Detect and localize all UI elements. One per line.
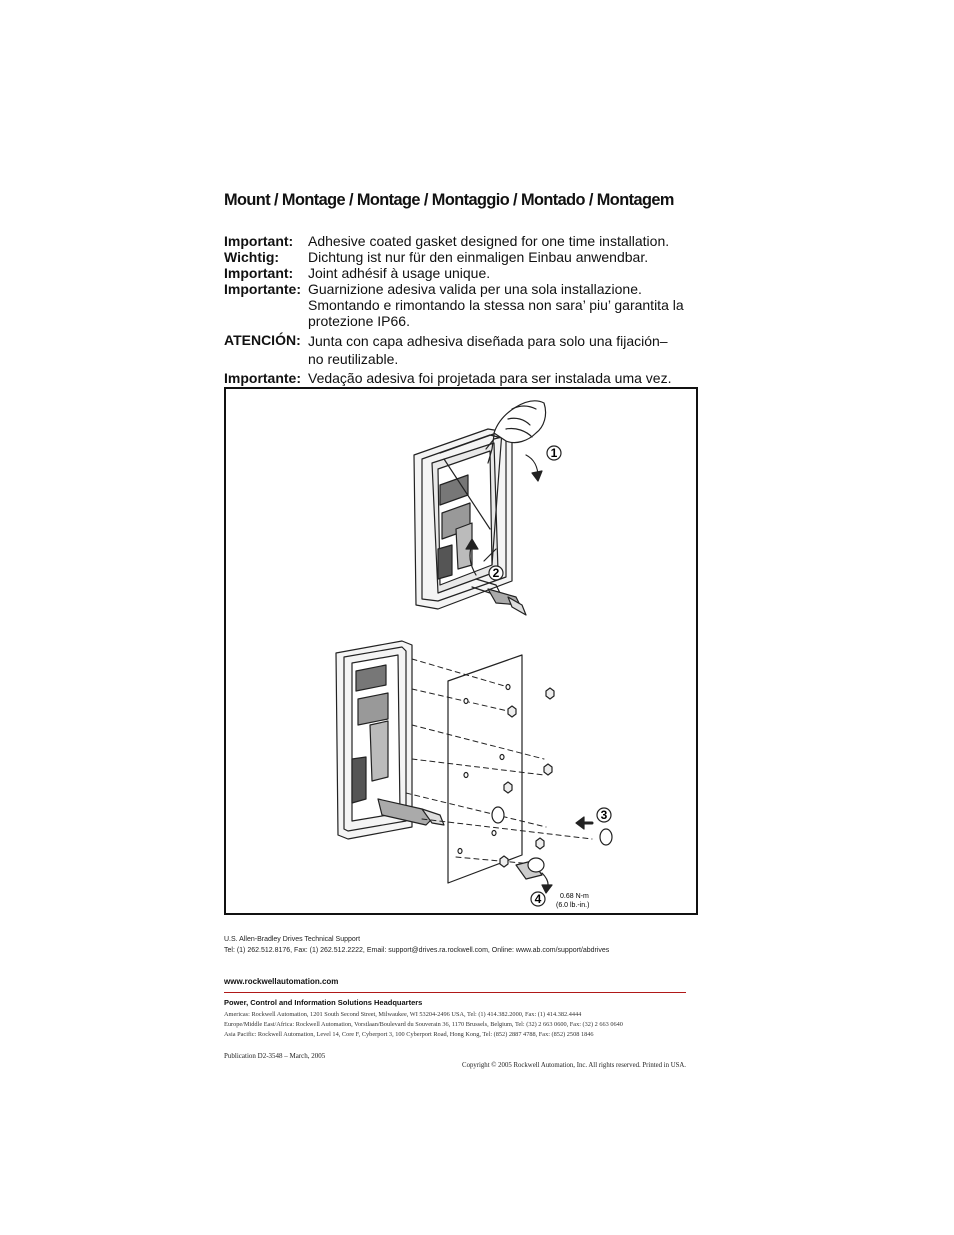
copyright-notice: Copyright © 2005 Rockwell Automation, In… — [462, 1062, 686, 1069]
step-1-label: 1 — [551, 446, 558, 460]
step-2-marker — [488, 565, 504, 581]
footer-divider — [224, 992, 686, 993]
website-link[interactable]: www.rockwellautomation.com — [224, 977, 339, 986]
note-line: no reutilizable. — [308, 351, 399, 367]
torque-value-metric: 0.68 N-m — [560, 893, 589, 900]
mounting-panel — [447, 654, 523, 884]
note-english: Important: Adhesive coated gasket design… — [224, 233, 694, 249]
note-text: Dichtung ist nur für den einmaligen Einb… — [308, 249, 694, 265]
step-4-label: 4 — [535, 892, 542, 906]
note-label: Importante: — [224, 281, 301, 297]
address-americas: Americas: Rockwell Automation, 1201 Sout… — [224, 1011, 582, 1018]
step-1-arrowhead — [531, 470, 543, 482]
note-text: Vedação adesiva foi projetada para ser i… — [308, 370, 694, 386]
drive-rear-view — [335, 640, 445, 840]
note-line: Smontando e rimontando la stessa non sar… — [308, 297, 684, 313]
note-text: Joint adhésif à usage unique. — [308, 265, 694, 281]
step-3-arrowhead — [575, 816, 585, 830]
grommet — [599, 828, 613, 846]
note-label: Important: — [224, 265, 294, 281]
note-french: Important: Joint adhésif à usage unique. — [224, 265, 694, 281]
step-2-label: 2 — [493, 566, 500, 580]
note-label: Wichtig: — [224, 249, 280, 265]
publication-number: Publication D2-3548 – March, 2005 — [224, 1052, 326, 1060]
note-line: Adhesive coated gasket designed for one … — [308, 233, 670, 249]
step-4-marker — [530, 891, 546, 907]
hq-title: Power, Control and Information Solutions… — [224, 998, 423, 1007]
drive-front-view — [413, 428, 527, 616]
torque-value-imperial: (6.0 lb.-in.) — [556, 902, 589, 909]
page-title: Mount / Montage / Montage / Montaggio / … — [224, 190, 674, 209]
hand-illustration — [487, 400, 547, 464]
note-line: protezione IP66. — [308, 313, 410, 329]
mounting-drawing: 1 2 3 4 0.68 N-m (6.0 lb.-in.) — [335, 400, 613, 909]
support-title: U.S. Allen-Bradley Drives Technical Supp… — [224, 936, 361, 943]
note-portuguese: Importante: Vedação adesiva foi projetad… — [224, 370, 694, 386]
cable-fitting — [515, 857, 553, 894]
step-2-arrowhead — [465, 538, 479, 550]
note-spanish: ATENCIÓN: Junta con capa adhesiva diseña… — [224, 332, 694, 368]
note-label: ATENCIÓN: — [224, 332, 301, 348]
note-line: Vedação adesiva foi projetada para ser i… — [308, 370, 672, 386]
panel-holes — [457, 683, 511, 855]
mounting-nuts — [499, 687, 555, 868]
note-italian: Importante: Guarnizione adesiva valida p… — [224, 281, 694, 329]
mounting-illustration: 1 2 3 4 0.68 N-m (6.0 lb.-in.) — [224, 387, 698, 915]
note-german: Wichtig: Dichtung ist nur für den einmal… — [224, 249, 694, 265]
step-3-marker — [596, 807, 612, 823]
note-line: Guarnizione adesiva valida per una sola … — [308, 281, 642, 297]
note-label: Importante: — [224, 370, 301, 386]
support-contact: Tel: (1) 262.512.8176, Fax: (1) 262.512.… — [224, 947, 610, 954]
note-text: Guarnizione adesiva valida per una sola … — [308, 281, 694, 329]
note-line: Joint adhésif à usage unique. — [308, 265, 491, 281]
note-label: Important: — [224, 233, 294, 249]
address-asia: Asia Pacific: Rockwell Automation, Level… — [224, 1031, 594, 1038]
address-europe: Europe/Middle East/Africa: Rockwell Auto… — [224, 1021, 623, 1028]
note-text: Junta con capa adhesiva diseñada para so… — [308, 332, 694, 368]
note-line: Dichtung ist nur für den einmaligen Einb… — [308, 249, 649, 265]
note-line: Junta con capa adhesiva diseñada para so… — [308, 333, 668, 349]
step-3-label: 3 — [601, 808, 608, 822]
step-1-marker — [546, 445, 562, 461]
important-notes: Important: Adhesive coated gasket design… — [224, 233, 694, 386]
note-text: Adhesive coated gasket designed for one … — [308, 233, 694, 249]
